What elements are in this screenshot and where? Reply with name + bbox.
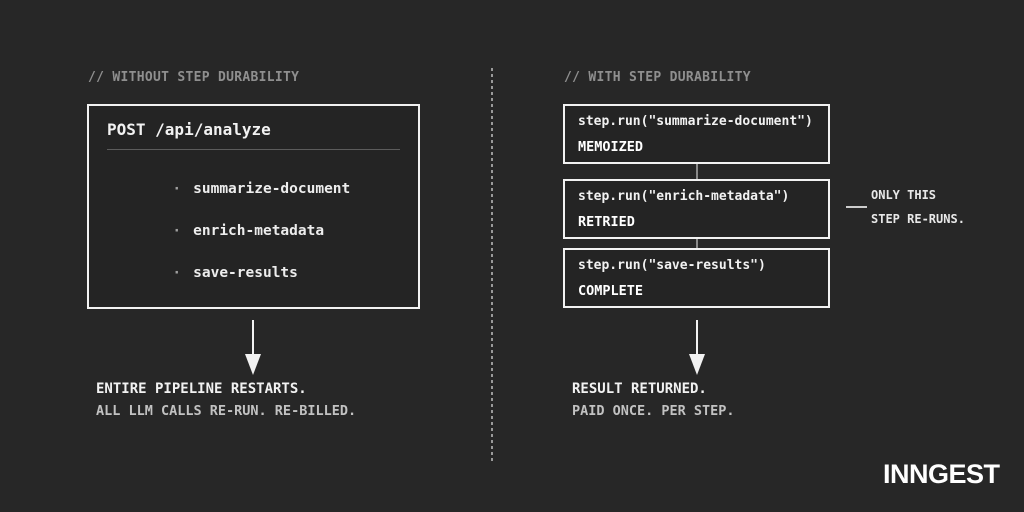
right-result-primary: RESULT RETURNED. — [572, 381, 707, 397]
step-code: step.run("enrich-metadata") — [578, 189, 790, 204]
step-box-enrich-metadata: step.run("enrich-metadata") RETRIED — [563, 179, 830, 239]
right-result-secondary: PAID ONCE. PER STEP. — [572, 403, 735, 419]
center-dotted-divider — [491, 68, 493, 464]
step-connector-line — [696, 239, 698, 248]
pipeline-step-summarize-document: · summarize-document — [120, 165, 350, 213]
pipeline-step-label: summarize-document — [193, 181, 351, 197]
pipeline-endpoint-title: POST /api/analyze — [107, 120, 271, 139]
step-status-badge: MEMOIZED — [578, 139, 644, 155]
annotation-pointer-line — [846, 206, 867, 208]
bullet-icon: · — [172, 181, 182, 197]
down-arrow-icon — [689, 320, 705, 375]
right-section-header: // WITH STEP DURABILITY — [564, 70, 751, 85]
step-connector-line — [696, 164, 698, 179]
pipeline-step-enrich-metadata: · enrich-metadata — [120, 207, 324, 255]
pipeline-step-label: enrich-metadata — [193, 223, 325, 239]
down-arrow-icon — [245, 320, 261, 375]
step-box-summarize-document: step.run("summarize-document") MEMOIZED — [563, 104, 830, 164]
step-status-badge: RETRIED — [578, 214, 635, 230]
annotation-line1: ONLY THIS — [871, 188, 937, 202]
step-status-badge: COMPLETE — [578, 283, 644, 299]
step-code: step.run("summarize-document") — [578, 114, 813, 129]
left-result-secondary: ALL LLM CALLS RE-RUN. RE-BILLED. — [96, 403, 357, 419]
left-result-primary: ENTIRE PIPELINE RESTARTS. — [96, 381, 307, 397]
pipeline-box: POST /api/analyze · summarize-document · e… — [87, 104, 420, 309]
bullet-icon: · — [172, 223, 182, 239]
pipeline-step-label: save-results — [193, 265, 298, 281]
pipeline-step-save-results: · save-results — [120, 249, 298, 297]
step-box-save-results: step.run("save-results") COMPLETE — [563, 248, 830, 308]
left-section-header: // WITHOUT STEP DURABILITY — [88, 70, 300, 85]
bullet-icon: · — [172, 265, 182, 281]
step-code: step.run("save-results") — [578, 258, 766, 273]
annotation-line2: STEP RE-RUNS. — [871, 212, 965, 226]
inngest-logo: INNGEST — [883, 459, 1000, 489]
pipeline-title-divider — [107, 149, 400, 150]
